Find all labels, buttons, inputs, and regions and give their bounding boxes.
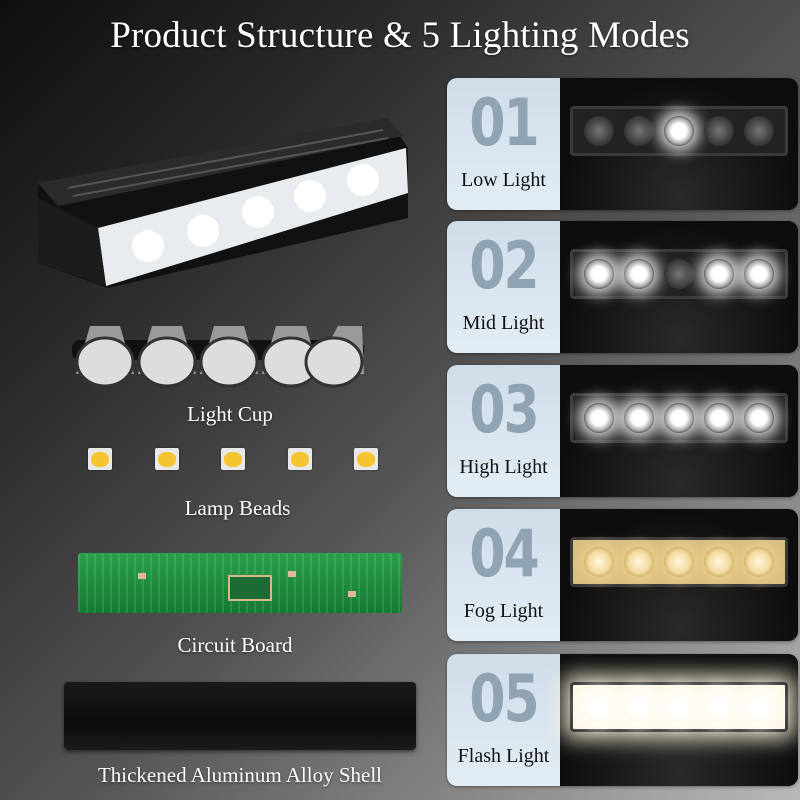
mode-photo	[560, 78, 798, 210]
aluminum-shell-image	[64, 682, 416, 750]
light-bar-product-image	[38, 118, 408, 288]
light-cup-image	[72, 326, 364, 388]
lamp-bead-icon	[154, 448, 179, 470]
circuit-board-label: Circuit Board	[177, 633, 293, 657]
lamp-bead-icon	[287, 448, 312, 470]
lamp-bead-icon	[221, 448, 245, 470]
mode-card-high-light: 03 High Light	[447, 365, 798, 497]
mode-photo	[560, 654, 798, 786]
lamp-bead-icon	[88, 448, 112, 470]
mode-number: 05	[469, 662, 539, 737]
mode-label: High Light	[459, 456, 548, 478]
aluminum-shell-label: Thickened Aluminum Alloy Shell	[97, 763, 383, 787]
mode-number: 01	[469, 86, 539, 161]
lamp-beads-label: Lamp Beads	[184, 496, 291, 520]
lamp-beads-image	[88, 448, 378, 478]
circuit-board-image	[78, 553, 402, 613]
mode-photo	[560, 221, 798, 353]
mode-number: 03	[469, 373, 539, 448]
light-cup-label: Light Cup	[187, 402, 273, 426]
mode-label: Fog Light	[463, 600, 544, 622]
mode-card-flash-light: 05 Flash Light	[447, 654, 798, 786]
mode-photo	[560, 509, 798, 641]
mode-card-low-light: 01 Low Light	[447, 78, 798, 210]
mode-number: 02	[469, 229, 539, 304]
mode-label: Mid Light	[462, 312, 545, 334]
page-title: Product Structure & 5 Lighting Modes	[110, 15, 690, 56]
mode-card-mid-light: 02 Mid Light	[447, 221, 798, 353]
mode-label: Low Light	[461, 169, 546, 191]
mode-card-fog-light: 04 Fog Light	[447, 509, 798, 641]
mode-number: 04	[469, 517, 539, 592]
mode-photo	[560, 365, 798, 497]
lamp-bead-icon	[354, 448, 378, 470]
mode-label: Flash Light	[457, 745, 550, 767]
